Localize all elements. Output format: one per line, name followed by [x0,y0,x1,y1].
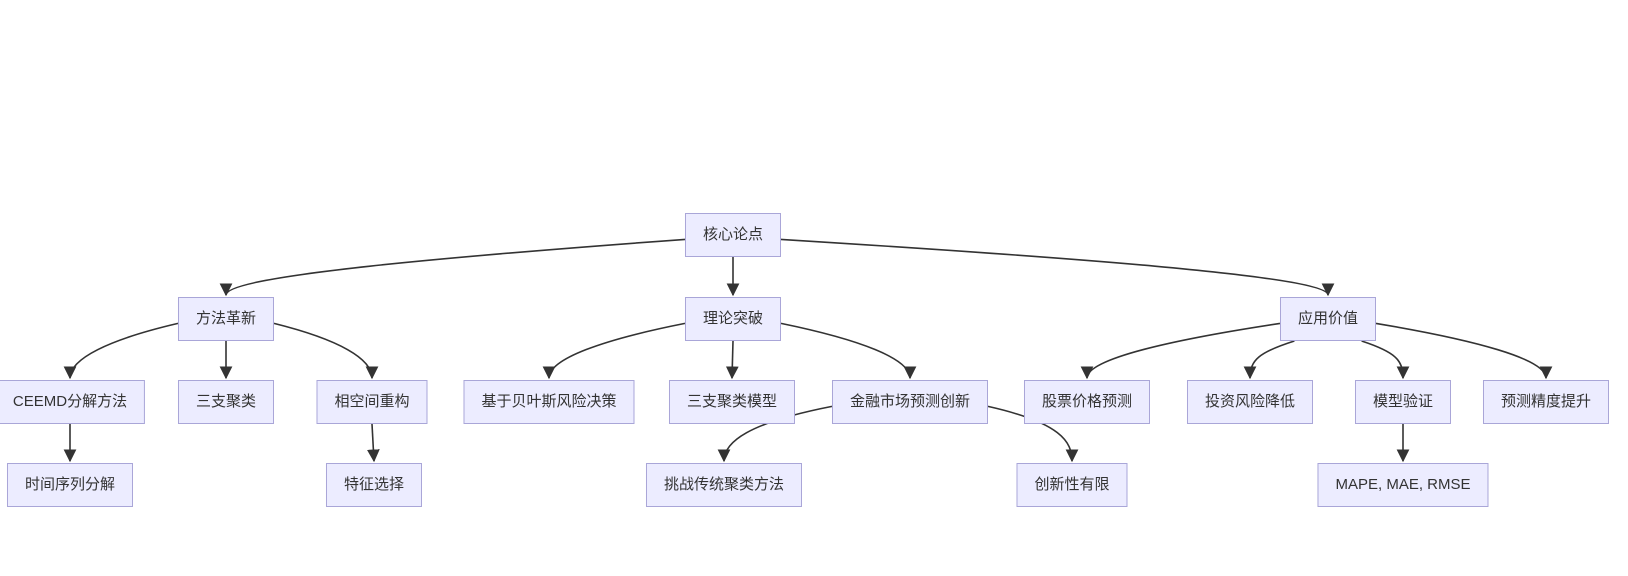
node-three-way: 三支聚类 [177,380,275,424]
node-ceemd: CEEMD分解方法 [0,380,146,424]
node-three-way-model: 三支聚类模型 [668,380,796,424]
edge-application-risk-reduction [1243,340,1295,380]
edge-application-model-validation [1361,340,1410,380]
node-feature-selection: 特征选择 [325,463,423,507]
edge-theory-three-way-model [725,340,739,380]
node-challenge: 挑战传统聚类方法 [645,463,803,507]
edge-application-accuracy [1375,322,1553,380]
node-method: 方法革新 [177,297,275,341]
node-limited-novelty: 创新性有限 [1016,463,1128,507]
node-metrics: MAPE, MAE, RMSE [1317,463,1489,507]
node-risk-reduction: 投资风险降低 [1186,380,1314,424]
edge-phase-space-feature-selection [366,423,380,463]
node-accuracy: 预测精度提升 [1482,380,1610,424]
edge-core-application [780,238,1335,297]
edge-method-ceemd [63,322,179,380]
edge-theory-bayes [542,322,686,380]
node-theory: 理论突破 [684,297,782,341]
node-model-validation: 模型验证 [1354,380,1452,424]
node-core: 核心论点 [684,213,782,257]
node-application: 应用价值 [1279,297,1377,341]
edge-method-phase-space [273,322,379,380]
node-phase-space: 相空间重构 [316,380,428,424]
edge-theory-finance-innovation [780,322,917,380]
node-bayes: 基于贝叶斯风险决策 [463,380,635,424]
edge-core-method [219,238,686,297]
node-ts-decomposition: 时间序列分解 [6,463,134,507]
node-stock-prediction: 股票价格预测 [1023,380,1151,424]
edge-application-stock-prediction [1080,322,1281,380]
node-finance-innovation: 金融市场预测创新 [831,380,989,424]
